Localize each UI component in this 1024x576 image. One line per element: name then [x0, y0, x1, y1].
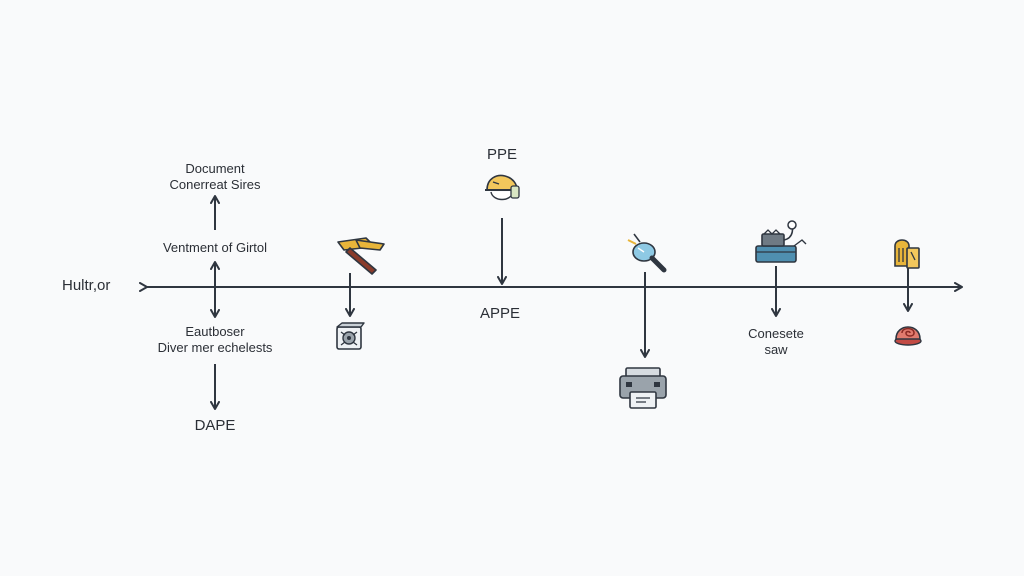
magnifier-icon	[627, 233, 667, 273]
document-label: Document Conerreat Sires	[169, 161, 260, 193]
document-label-line1: Document	[185, 161, 245, 176]
saw-machine-icon	[755, 220, 807, 263]
hard-hat-icon	[485, 174, 520, 201]
eautboser-label: Eautboser Diver mer echelests	[158, 324, 273, 356]
eautboser-label-line1: Eautboser	[185, 324, 245, 339]
ventment-label: Ventment of Girtol	[162, 240, 268, 255]
conesete-label-line1: Conesete	[748, 326, 804, 341]
eautboser-label-line2: Diver mer echelests	[157, 340, 273, 355]
printer-icon	[619, 367, 667, 409]
appe-label: APPE	[479, 305, 521, 322]
gear-box-icon	[336, 322, 365, 350]
alarm-bell-icon	[894, 326, 922, 346]
dape-label: DAPE	[194, 417, 236, 434]
conesete-label-line2: saw	[764, 342, 788, 357]
hammer-icon	[337, 237, 385, 275]
tool-kit-icon	[894, 239, 920, 269]
axis-label: Hultr,or	[62, 277, 111, 294]
ppe-label: PPE	[486, 146, 518, 163]
document-label-line2: Conerreat Sires	[169, 177, 261, 192]
conesete-label: Conesete saw	[748, 326, 804, 358]
